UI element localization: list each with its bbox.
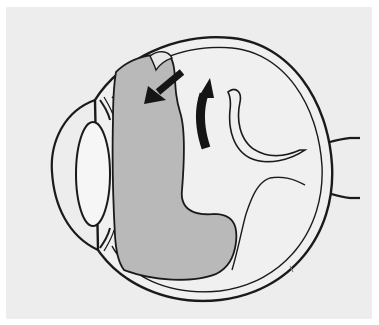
lens [76,122,110,226]
